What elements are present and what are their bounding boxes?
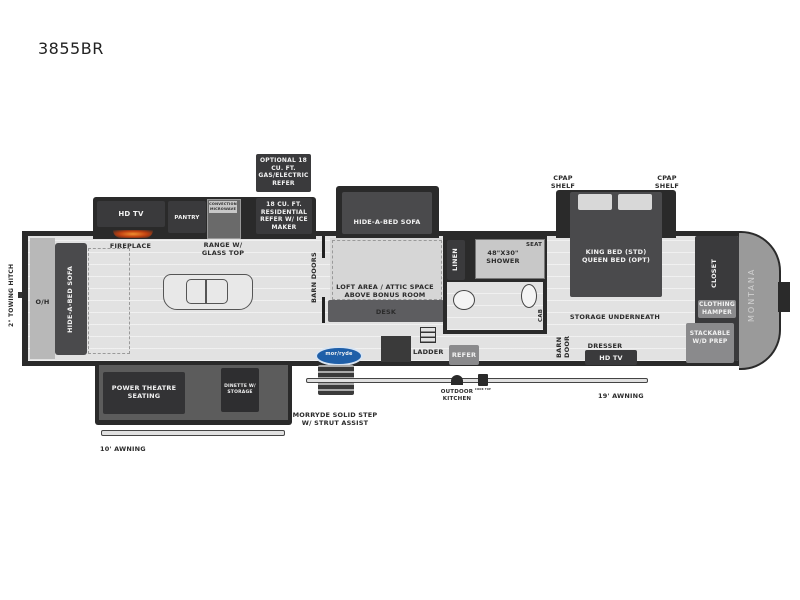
linen-label: LINEN <box>451 248 459 272</box>
closet-label: CLOSET <box>710 259 718 289</box>
pantry <box>168 201 206 233</box>
awning-10 <box>101 430 285 436</box>
microwave-panel <box>209 201 237 213</box>
shower-label: 48"X30" SHOWER <box>486 249 520 265</box>
sink-bathroom-icon <box>521 284 537 308</box>
clothing-hamper[interactable] <box>698 300 736 318</box>
barn-door-track-2[interactable] <box>322 297 325 323</box>
cooktop-icon[interactable] <box>478 374 488 386</box>
model-title: 3855BR <box>38 39 104 58</box>
bonus-sofa[interactable] <box>342 192 432 234</box>
washer-dryer[interactable] <box>686 323 734 363</box>
front-sofa-label: HIDE-A-BED SOFA <box>66 265 74 333</box>
kitchen-island[interactable] <box>163 274 253 310</box>
dinette-label: DINETTE W/ STORAGE <box>224 384 256 395</box>
fireplace-icon <box>113 230 153 238</box>
pillow-left <box>578 194 612 210</box>
awning-19 <box>306 378 648 383</box>
shower <box>475 239 545 279</box>
theatre-seating[interactable] <box>103 372 185 414</box>
microwave-label: CONVECTION MICROWAVE <box>209 202 237 211</box>
bonus-sofa-label: HIDE-A-BED SOFA <box>353 218 421 226</box>
cooktop-label: COOK TOP <box>474 388 492 391</box>
outdoor-kitchen-icon[interactable] <box>451 375 463 385</box>
hd-tv-bedroom <box>585 350 637 365</box>
ladder-icon[interactable] <box>420 327 436 343</box>
step-label: MORRYDE SOLID STEP W/ STRUT ASSIST <box>292 411 378 427</box>
barn-door-track[interactable] <box>322 236 325 258</box>
front-oh-label: O/H <box>35 298 50 306</box>
loft-outline <box>332 240 442 300</box>
desk-label: DESK <box>375 308 397 316</box>
loft-label: LOFT AREA / ATTIC SPACE ABOVE BONUS ROOM <box>336 283 434 299</box>
sink-divider <box>205 279 207 304</box>
refer-small-label: REFER <box>451 351 477 359</box>
seat-label: SEAT <box>526 242 543 248</box>
hd-tv-living <box>97 201 165 227</box>
hd-tv-living-label: HD TV <box>118 210 144 218</box>
towing-hitch-label: 2" TOWING HITCH <box>8 263 15 327</box>
range-label: RANGE W/ GLASS TOP <box>201 241 245 257</box>
bed-label: KING BED (STD) QUEEN BED (OPT) <box>581 248 651 264</box>
front-sofa-bed-outline <box>88 248 130 354</box>
sink-icon <box>186 279 228 304</box>
pin-box <box>778 282 790 312</box>
front-sofa[interactable] <box>55 243 87 355</box>
hitch-pin <box>18 292 22 298</box>
loft-area <box>330 238 442 300</box>
residential-refer-label: 18 CU. FT. RESIDENTIAL REFER W/ ICE MAKE… <box>260 201 308 231</box>
awning-19-label: 19' AWNING <box>598 392 644 400</box>
cab-label: CAB <box>538 308 544 322</box>
residential-refer <box>256 198 312 234</box>
pantry-label: PANTRY <box>174 215 200 221</box>
optional-refer-label: OPTIONAL 18 CU. FT. GAS/ELECTRIC REFER <box>258 157 309 187</box>
entry-door[interactable] <box>381 336 411 362</box>
front-oh-cabinet <box>30 238 55 359</box>
toilet-icon <box>453 290 475 310</box>
hamper-label: CLOTHING HAMPER <box>698 301 735 316</box>
hd-tv-bedroom-label: HD TV <box>599 354 623 362</box>
ladder-label: LADDER <box>413 348 444 356</box>
desk[interactable] <box>328 300 444 322</box>
pillow-right <box>618 194 652 210</box>
dinette[interactable] <box>221 368 259 412</box>
barn-doors-label: BARN DOORS <box>310 252 318 303</box>
theatre-label: POWER THEATRE SEATING <box>111 384 177 400</box>
cpap-left-label: CPAP SHELF <box>550 174 576 190</box>
optional-refer <box>256 154 311 192</box>
fireplace-label: FIREPLACE <box>109 242 152 250</box>
dresser-label: DRESSER <box>587 342 623 350</box>
refer-small <box>449 345 479 365</box>
oh-kitchen-label: O/H <box>241 208 253 214</box>
washer-dryer-label: STACKABLE W/D PREP <box>689 330 731 345</box>
morryde-badge-label: mor/ryde <box>325 351 353 357</box>
awning-10-label: 10' AWNING <box>100 445 146 453</box>
brand-mark: MONTANA <box>747 267 756 323</box>
linen-cabinet <box>447 240 465 280</box>
barn-door-label: BARN DOOR <box>555 335 571 359</box>
outdoor-kitchen-label: OUTDOOR KITCHEN <box>440 389 474 402</box>
storage-label: STORAGE UNDERNEATH <box>569 313 661 321</box>
cpap-right-label: CPAP SHELF <box>654 174 680 190</box>
nose-cap <box>739 231 781 370</box>
